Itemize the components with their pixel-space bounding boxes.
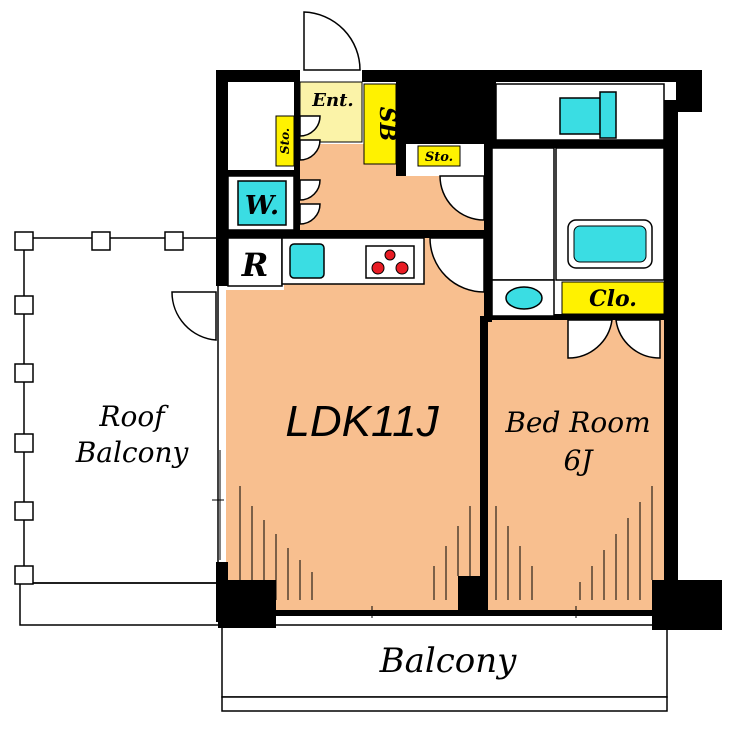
burner-icon: [395, 261, 409, 275]
closet-label: Clo.: [589, 286, 637, 312]
storage-door: [299, 139, 321, 161]
roof-balcony-label-line2: Balcony: [75, 436, 190, 469]
sink-icon: [505, 286, 543, 310]
ldk-label: LDK11J: [285, 397, 439, 446]
storage-door: [299, 115, 321, 137]
bedroom-label: Bed Room: [504, 406, 650, 439]
storage-door: [299, 179, 321, 201]
wall-right: [664, 100, 678, 620]
washer-icon: [237, 180, 287, 226]
burner-icon: [384, 249, 396, 261]
wet-area: [491, 83, 665, 317]
walls: [216, 70, 722, 630]
railing-post: [14, 231, 34, 251]
railing-post: [14, 501, 34, 521]
wall-bed-top: [484, 314, 666, 320]
hallway-closet: [491, 147, 555, 281]
washer-label: W.: [245, 191, 279, 221]
balcony-door: [171, 291, 217, 341]
kitchen-sink-icon: [289, 243, 325, 279]
refrigerator-label: R: [241, 246, 269, 284]
yellow-labels: SB Sto. Sto. Clo.: [275, 83, 665, 315]
wall-washer: [228, 170, 296, 176]
wall-kitchen-top: [226, 230, 486, 238]
roof-balcony-label: Roof: [98, 400, 169, 433]
railing-posts: [14, 231, 184, 585]
refrigerator-space: [227, 237, 283, 287]
shoe-box-label: SB: [374, 107, 400, 141]
wall-top-left: [218, 70, 300, 82]
wall-bath-left: [484, 140, 492, 322]
closet-tag: [561, 281, 665, 315]
bathtub-water: [573, 225, 647, 263]
railing-post: [14, 565, 34, 585]
toilet-tank: [599, 91, 617, 139]
washer: W.: [227, 175, 295, 231]
floors: [226, 81, 664, 612]
wall-top-right: [362, 70, 702, 82]
storage-right-tag: [417, 145, 461, 167]
railing-post: [14, 363, 34, 383]
wall-storage-left: [294, 82, 300, 232]
wall-left-top: [216, 70, 228, 286]
balcony-label: Balcony: [379, 641, 518, 681]
bedroom-size-label: 6J: [563, 444, 594, 477]
wall-bottom-left-block: [218, 580, 276, 628]
wall-shoebox-side: [396, 82, 406, 176]
wall-bed-divider: [480, 316, 488, 614]
railing-post: [14, 433, 34, 453]
wall-bottom-right-block: [652, 580, 722, 630]
ldk-door: [429, 237, 485, 293]
railing-post: [14, 295, 34, 315]
balcony-rail: [221, 696, 668, 712]
storage-right-label: Sto.: [425, 150, 453, 165]
burner-icon: [371, 261, 385, 275]
windows: [212, 450, 640, 618]
hall-floor: [320, 144, 484, 236]
railing-post: [91, 231, 111, 251]
entrance-door: [303, 11, 361, 71]
hall-door: [439, 175, 485, 221]
roof-balcony-rail: [19, 582, 221, 626]
wall-bath-top: [404, 82, 496, 144]
room-labels: Ent. LDK11J Bed Room 6J Roof Balcony Bal…: [75, 90, 651, 681]
storage-left-label: Sto.: [278, 128, 292, 154]
storage-left-tag: [275, 115, 295, 167]
kitchen: R: [227, 237, 425, 287]
closet-door: [567, 319, 613, 359]
wall-toilet-bottom: [492, 140, 664, 148]
wall-right-corner: [676, 70, 702, 112]
floor-hatching: [239, 486, 653, 600]
balcony: [221, 624, 668, 712]
wall-bottom: [276, 610, 654, 616]
bedroom-floor: [486, 318, 664, 612]
shoe-box-tag: [363, 83, 397, 165]
entrance-label: Ent.: [311, 90, 353, 111]
closet-door: [615, 319, 661, 359]
railing-post: [164, 231, 184, 251]
storage-door: [299, 203, 321, 225]
ldk-floor: [226, 236, 484, 612]
balcony-area: [221, 624, 668, 698]
